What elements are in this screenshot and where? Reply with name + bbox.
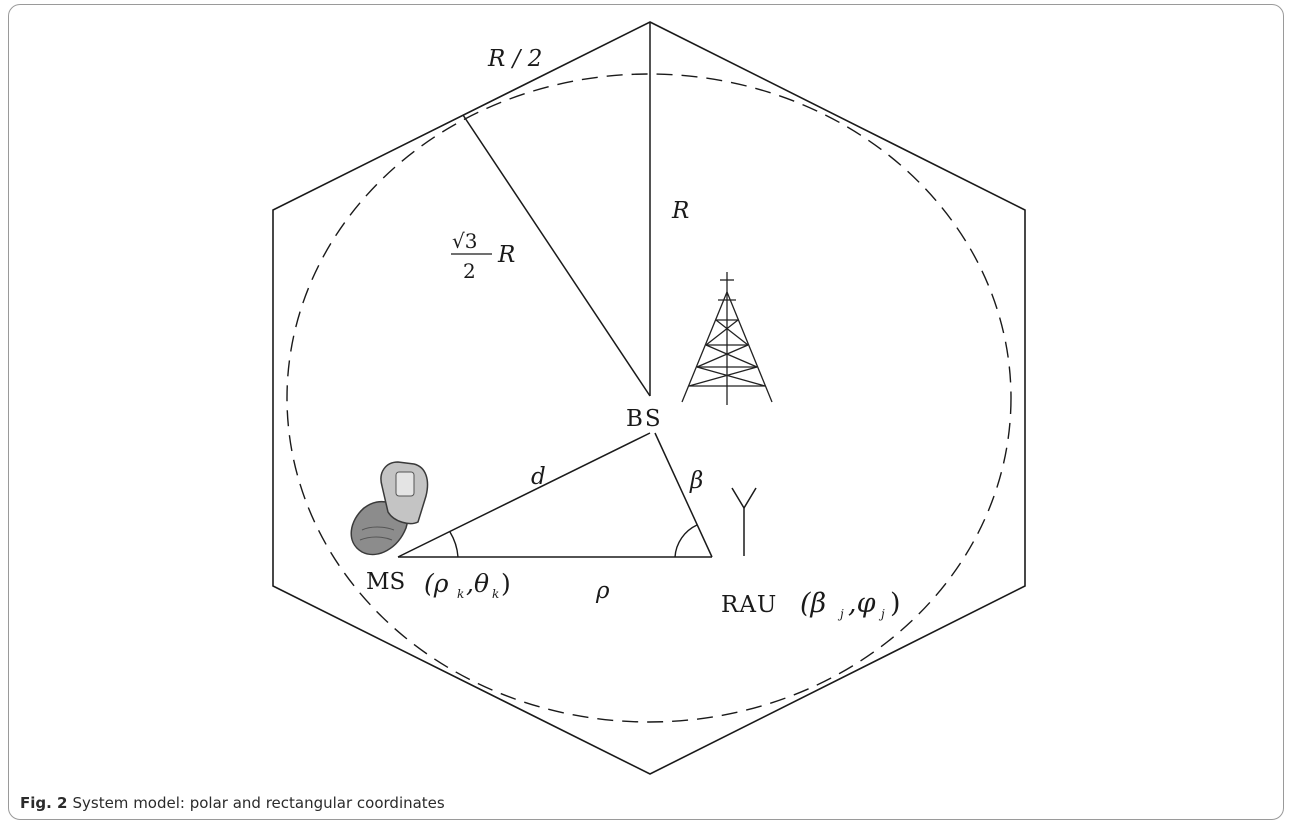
figure-frame [8, 4, 1284, 820]
ms-coord-rho: (ρ [424, 569, 449, 598]
base-station-tower-icon [681, 272, 773, 405]
hexagon-cell [272, 21, 1026, 775]
label-apothem-variable: R [497, 242, 515, 268]
rau-coord-sub-j2: j [878, 607, 885, 621]
label-angle-beta: β [689, 468, 703, 494]
ms-coord-close: ) [501, 569, 511, 598]
bs-rau-line [654, 432, 713, 558]
apothem-line [462, 114, 651, 397]
ms-coord-theta: ,θ [466, 569, 489, 598]
ms-coord-sub-k2: k [492, 587, 499, 601]
label-radius: R [671, 198, 689, 224]
label-ms: MS [366, 569, 405, 595]
label-half-side: R / 2 [487, 46, 542, 72]
label-apothem-denominator: 2 [463, 259, 476, 283]
label-ms-coordinates: MS (ρ k ,θ k ) [366, 569, 511, 601]
label-bs: BS [626, 406, 663, 432]
rau-coord-close: ) [890, 588, 901, 619]
figure-caption-label: Fig. 2 [20, 794, 68, 812]
label-apothem-numerator: √3 [452, 229, 477, 253]
inscribed-circle [286, 73, 1012, 723]
label-distance-d: d [531, 464, 546, 490]
figure-caption-text: System model: polar and rectangular coor… [72, 794, 445, 812]
distance-d-line [397, 432, 651, 558]
label-apothem: √3 2 R [451, 229, 515, 283]
angle-arc-ms [449, 531, 459, 558]
rau-coord-sub-j1: j [837, 607, 844, 621]
angle-arc-rau [674, 524, 698, 558]
label-distance-rho: ρ [595, 578, 610, 604]
label-rau: RAU [721, 592, 777, 618]
rau-coord-beta: (β [800, 588, 826, 619]
antenna-icon [731, 487, 757, 556]
ms-coord-sub-k1: k [457, 587, 464, 601]
label-rau-coordinates: RAU (β j ,φ j ) [721, 588, 901, 621]
mobile-phone-icon [350, 461, 429, 556]
rau-coord-phi: ,φ [848, 588, 876, 619]
